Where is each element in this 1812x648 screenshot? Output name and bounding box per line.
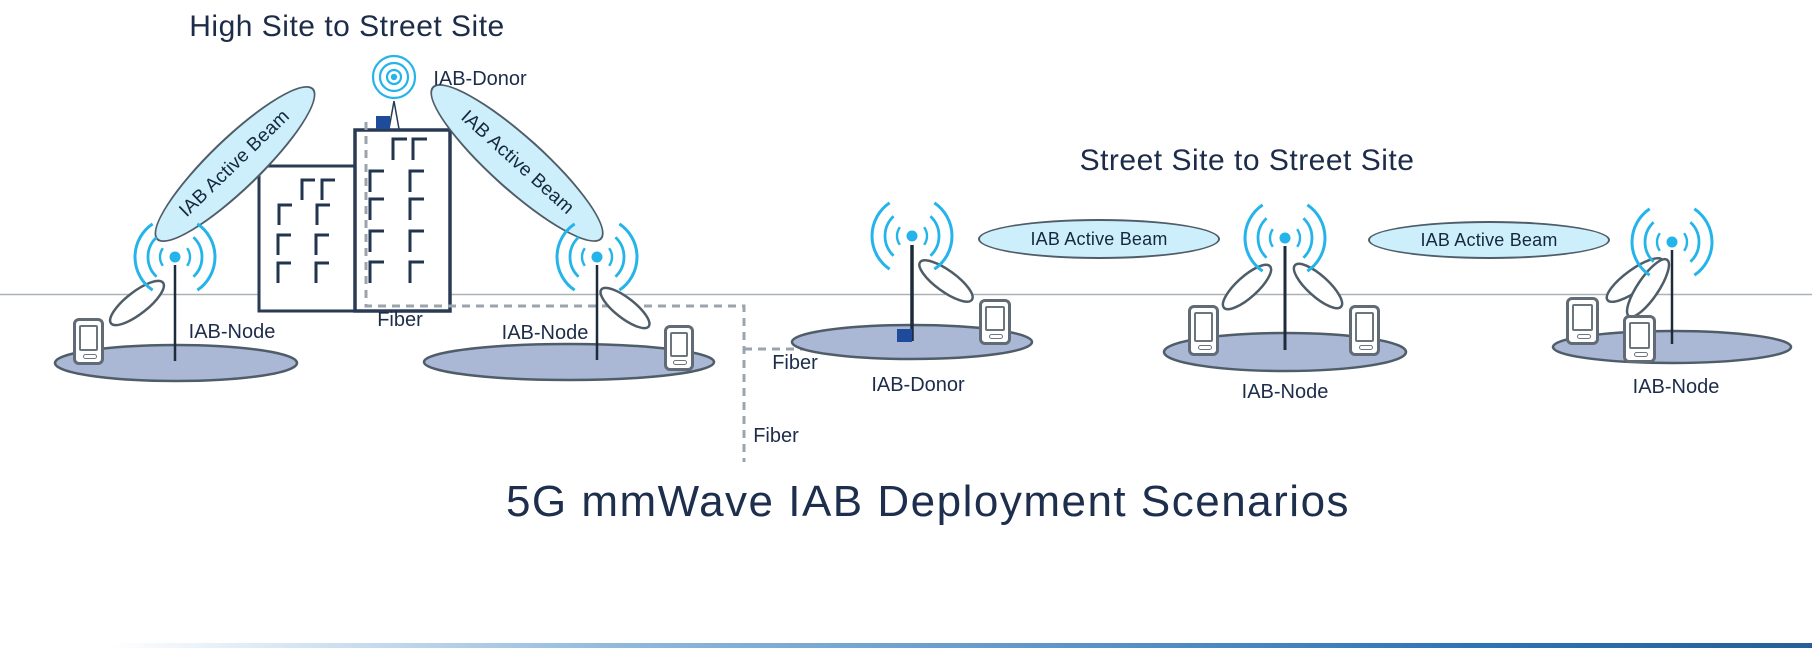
signal-antenna-icon <box>1630 207 1714 277</box>
rooftop-equipment-box <box>376 116 390 129</box>
antenna-lobe-icon <box>1221 263 1273 311</box>
phone-icon <box>73 318 104 365</box>
iab-active-beam-left: IAB Active Beam <box>138 69 332 259</box>
antenna-lobe-icon <box>1292 262 1344 310</box>
beam-label: IAB Active Beam <box>1420 229 1558 250</box>
phone-button <box>1576 334 1591 339</box>
phone-icon <box>1623 315 1656 363</box>
omni-antenna-icon <box>371 54 417 100</box>
beam-label: IAB Active Beam <box>456 106 579 219</box>
phone-icon <box>1188 305 1219 356</box>
building-left-windows <box>276 178 335 283</box>
fiber-label-donor: Fiber <box>772 352 818 374</box>
phone-screen <box>1629 322 1650 349</box>
iab-node-label-street-2: IAB-Node <box>1632 376 1720 398</box>
iab-node-label-street-1: IAB-Node <box>1241 381 1329 403</box>
building-tall-windows <box>368 137 427 283</box>
phone-screen <box>1355 312 1374 342</box>
phone-icon <box>664 325 694 371</box>
building-tall <box>353 128 452 313</box>
beam-label: IAB Active Beam <box>1030 228 1168 249</box>
fiber-label-building: Fiber <box>377 309 423 331</box>
building-left <box>257 164 358 313</box>
phone-button <box>673 360 687 365</box>
iab-node-label-left: IAB-Node <box>188 321 276 343</box>
antenna-lobe-icon <box>1605 257 1665 303</box>
signal-antenna-icon <box>870 201 954 271</box>
phone-screen <box>670 332 688 357</box>
beam-label: IAB Active Beam <box>175 105 294 222</box>
iab-donor-label-high: IAB-Donor <box>433 68 527 90</box>
antenna-lobe-icon <box>599 286 651 330</box>
phone-icon <box>1566 297 1599 345</box>
phone-button <box>82 354 97 359</box>
iab-node-label-right: IAB-Node <box>501 322 589 344</box>
fiber-termination-box <box>897 329 912 342</box>
rooftop-mast <box>388 100 400 130</box>
phone-screen <box>1194 312 1213 342</box>
street-site-scenario-title: Street Site to Street Site <box>1079 144 1415 177</box>
signal-antenna-icon <box>1243 203 1327 273</box>
diagram-main-title: 5G mmWave IAB Deployment Scenarios <box>505 477 1351 526</box>
fiber-label-trunk: Fiber <box>753 425 799 447</box>
iab-active-beam-right: IAB Active Beam <box>414 66 620 260</box>
phone-button <box>1633 352 1648 357</box>
phone-screen <box>1572 304 1593 331</box>
phone-button <box>989 334 1003 339</box>
antenna-lobe-icon <box>108 279 166 327</box>
bottom-accent-bar <box>110 643 1812 648</box>
fiber-branch-to-donor <box>744 341 905 351</box>
phone-screen <box>79 325 98 351</box>
antenna-lobe-icon <box>918 259 974 303</box>
iab-active-beam-street-2: IAB Active Beam <box>1368 221 1610 259</box>
phone-icon <box>979 299 1011 345</box>
high-site-scenario-title: High Site to Street Site <box>189 10 505 43</box>
iab-donor-label-street: IAB-Donor <box>871 374 965 396</box>
phone-icon <box>1349 305 1380 356</box>
iab-active-beam-street-1: IAB Active Beam <box>978 219 1220 259</box>
phone-button <box>1197 345 1212 350</box>
phone-screen <box>985 306 1005 331</box>
antenna-lobe-icon <box>1625 257 1671 319</box>
phone-button <box>1358 345 1373 350</box>
